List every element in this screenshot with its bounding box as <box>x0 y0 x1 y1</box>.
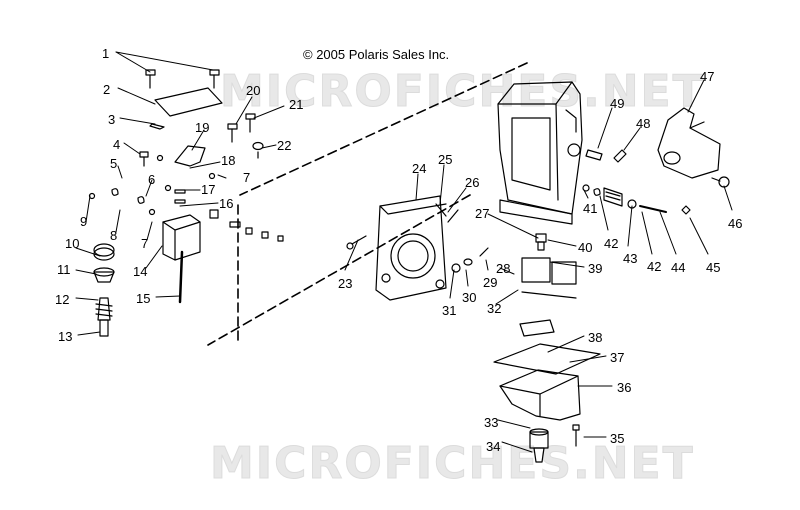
callout-43: 43 <box>623 251 638 266</box>
callout-9: 9 <box>80 214 88 229</box>
callout-18: 18 <box>221 153 236 168</box>
jets-10-13 <box>93 243 115 337</box>
screws-20-21 <box>227 113 256 143</box>
callout-42: 42 <box>647 259 662 274</box>
callout-24: 24 <box>412 161 427 176</box>
cover-47 <box>657 107 721 179</box>
callout-45: 45 <box>706 260 721 275</box>
right-parts <box>582 149 691 215</box>
callout-46: 46 <box>728 216 743 231</box>
watermark-top: MICROFICHES.NET <box>220 66 705 118</box>
callout-38: 38 <box>588 330 603 345</box>
pin-26 <box>447 209 459 223</box>
callout-4: 4 <box>113 137 121 152</box>
callout-26: 26 <box>465 175 480 190</box>
screws-1 <box>145 69 220 89</box>
float-bowl-36 <box>499 369 581 421</box>
callout-7: 7 <box>141 236 149 251</box>
bracket-19 <box>174 145 206 167</box>
block-14 <box>162 214 201 261</box>
screw-23 <box>346 235 367 250</box>
screw-35 <box>572 424 580 447</box>
float-39 <box>521 257 577 299</box>
callout-5: 5 <box>110 156 118 171</box>
callout-44: 44 <box>671 260 686 275</box>
callout-3: 3 <box>108 112 116 127</box>
callout-19: 19 <box>195 120 210 135</box>
callout-40: 40 <box>578 240 593 255</box>
callout-33: 33 <box>484 415 499 430</box>
screw-46 <box>711 176 730 188</box>
callout-2: 2 <box>103 82 111 97</box>
callout-49: 49 <box>610 96 625 111</box>
callout-1: 1 <box>102 46 110 61</box>
callout-7: 7 <box>243 170 251 185</box>
copyright-text: © 2005 Polaris Sales Inc. <box>303 47 450 62</box>
callout-30: 30 <box>462 290 477 305</box>
callout-15: 15 <box>136 291 151 306</box>
callout-34: 34 <box>486 439 501 454</box>
callout-8: 8 <box>110 228 118 243</box>
callout-31: 31 <box>442 303 457 318</box>
gasket-3 <box>149 123 165 130</box>
callout-20: 20 <box>246 83 261 98</box>
needle-32 <box>519 319 555 337</box>
carb-body <box>497 81 583 225</box>
callout-27: 27 <box>475 206 490 221</box>
drain-33-34 <box>529 428 549 463</box>
part-22 <box>252 141 264 159</box>
rod-25 <box>435 203 447 217</box>
callout-37: 37 <box>610 350 625 365</box>
callout-39: 39 <box>588 261 603 276</box>
callout-17: 17 <box>201 182 216 197</box>
rod-15 <box>178 250 184 304</box>
callout-14: 14 <box>133 264 148 279</box>
cover-plate-2 <box>154 87 223 117</box>
callout-25: 25 <box>438 152 453 167</box>
callout-21: 21 <box>289 97 304 112</box>
watermark-bottom: MICROFICHES.NET <box>210 438 695 490</box>
callout-28: 28 <box>496 261 511 276</box>
callout-36: 36 <box>617 380 632 395</box>
parts-27-40 <box>535 233 547 251</box>
callout-12: 12 <box>55 292 70 307</box>
callout-10: 10 <box>65 236 80 251</box>
callout-32: 32 <box>487 301 502 316</box>
screw-4 <box>139 151 149 167</box>
small-parts-left <box>88 154 284 242</box>
throttle-body-24 <box>375 195 447 301</box>
gasket-37 <box>493 343 601 375</box>
callout-6: 6 <box>148 172 156 187</box>
callout-16: 16 <box>219 196 234 211</box>
callout-47: 47 <box>700 69 715 84</box>
callout-29: 29 <box>483 275 498 290</box>
callout-11: 11 <box>57 262 71 277</box>
callout-41: 41 <box>583 201 598 216</box>
leader-lines <box>75 51 733 453</box>
callout-42: 42 <box>604 236 619 251</box>
callout-48: 48 <box>636 116 651 131</box>
callout-35: 35 <box>610 431 625 446</box>
callout-13: 13 <box>58 329 73 344</box>
small-parts-29-31 <box>451 247 489 273</box>
callout-23: 23 <box>338 276 353 291</box>
callout-22: 22 <box>277 138 292 153</box>
group-boundary <box>207 62 528 346</box>
